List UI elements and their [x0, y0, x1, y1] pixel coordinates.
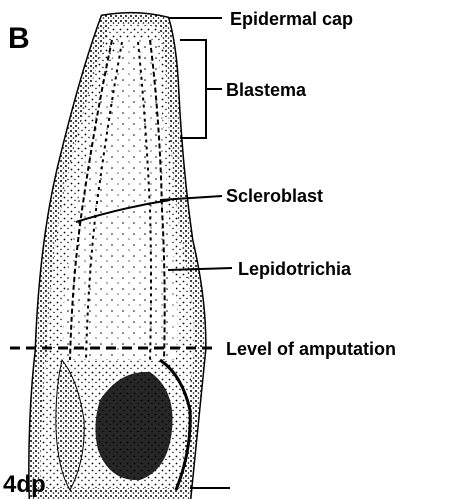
time-label: 4dp: [3, 471, 46, 498]
label-blastema: Blastema: [226, 80, 307, 100]
label-lepidotrichia: Lepidotrichia: [238, 259, 352, 279]
label-level-of-amputation: Level of amputation: [226, 339, 396, 359]
panel-letter: B: [8, 22, 30, 55]
label-scleroblast: Scleroblast: [226, 186, 323, 206]
label-epidermal-cap: Epidermal cap: [230, 9, 353, 29]
fin-section: [30, 13, 205, 499]
blastema-bracket: [180, 40, 206, 138]
